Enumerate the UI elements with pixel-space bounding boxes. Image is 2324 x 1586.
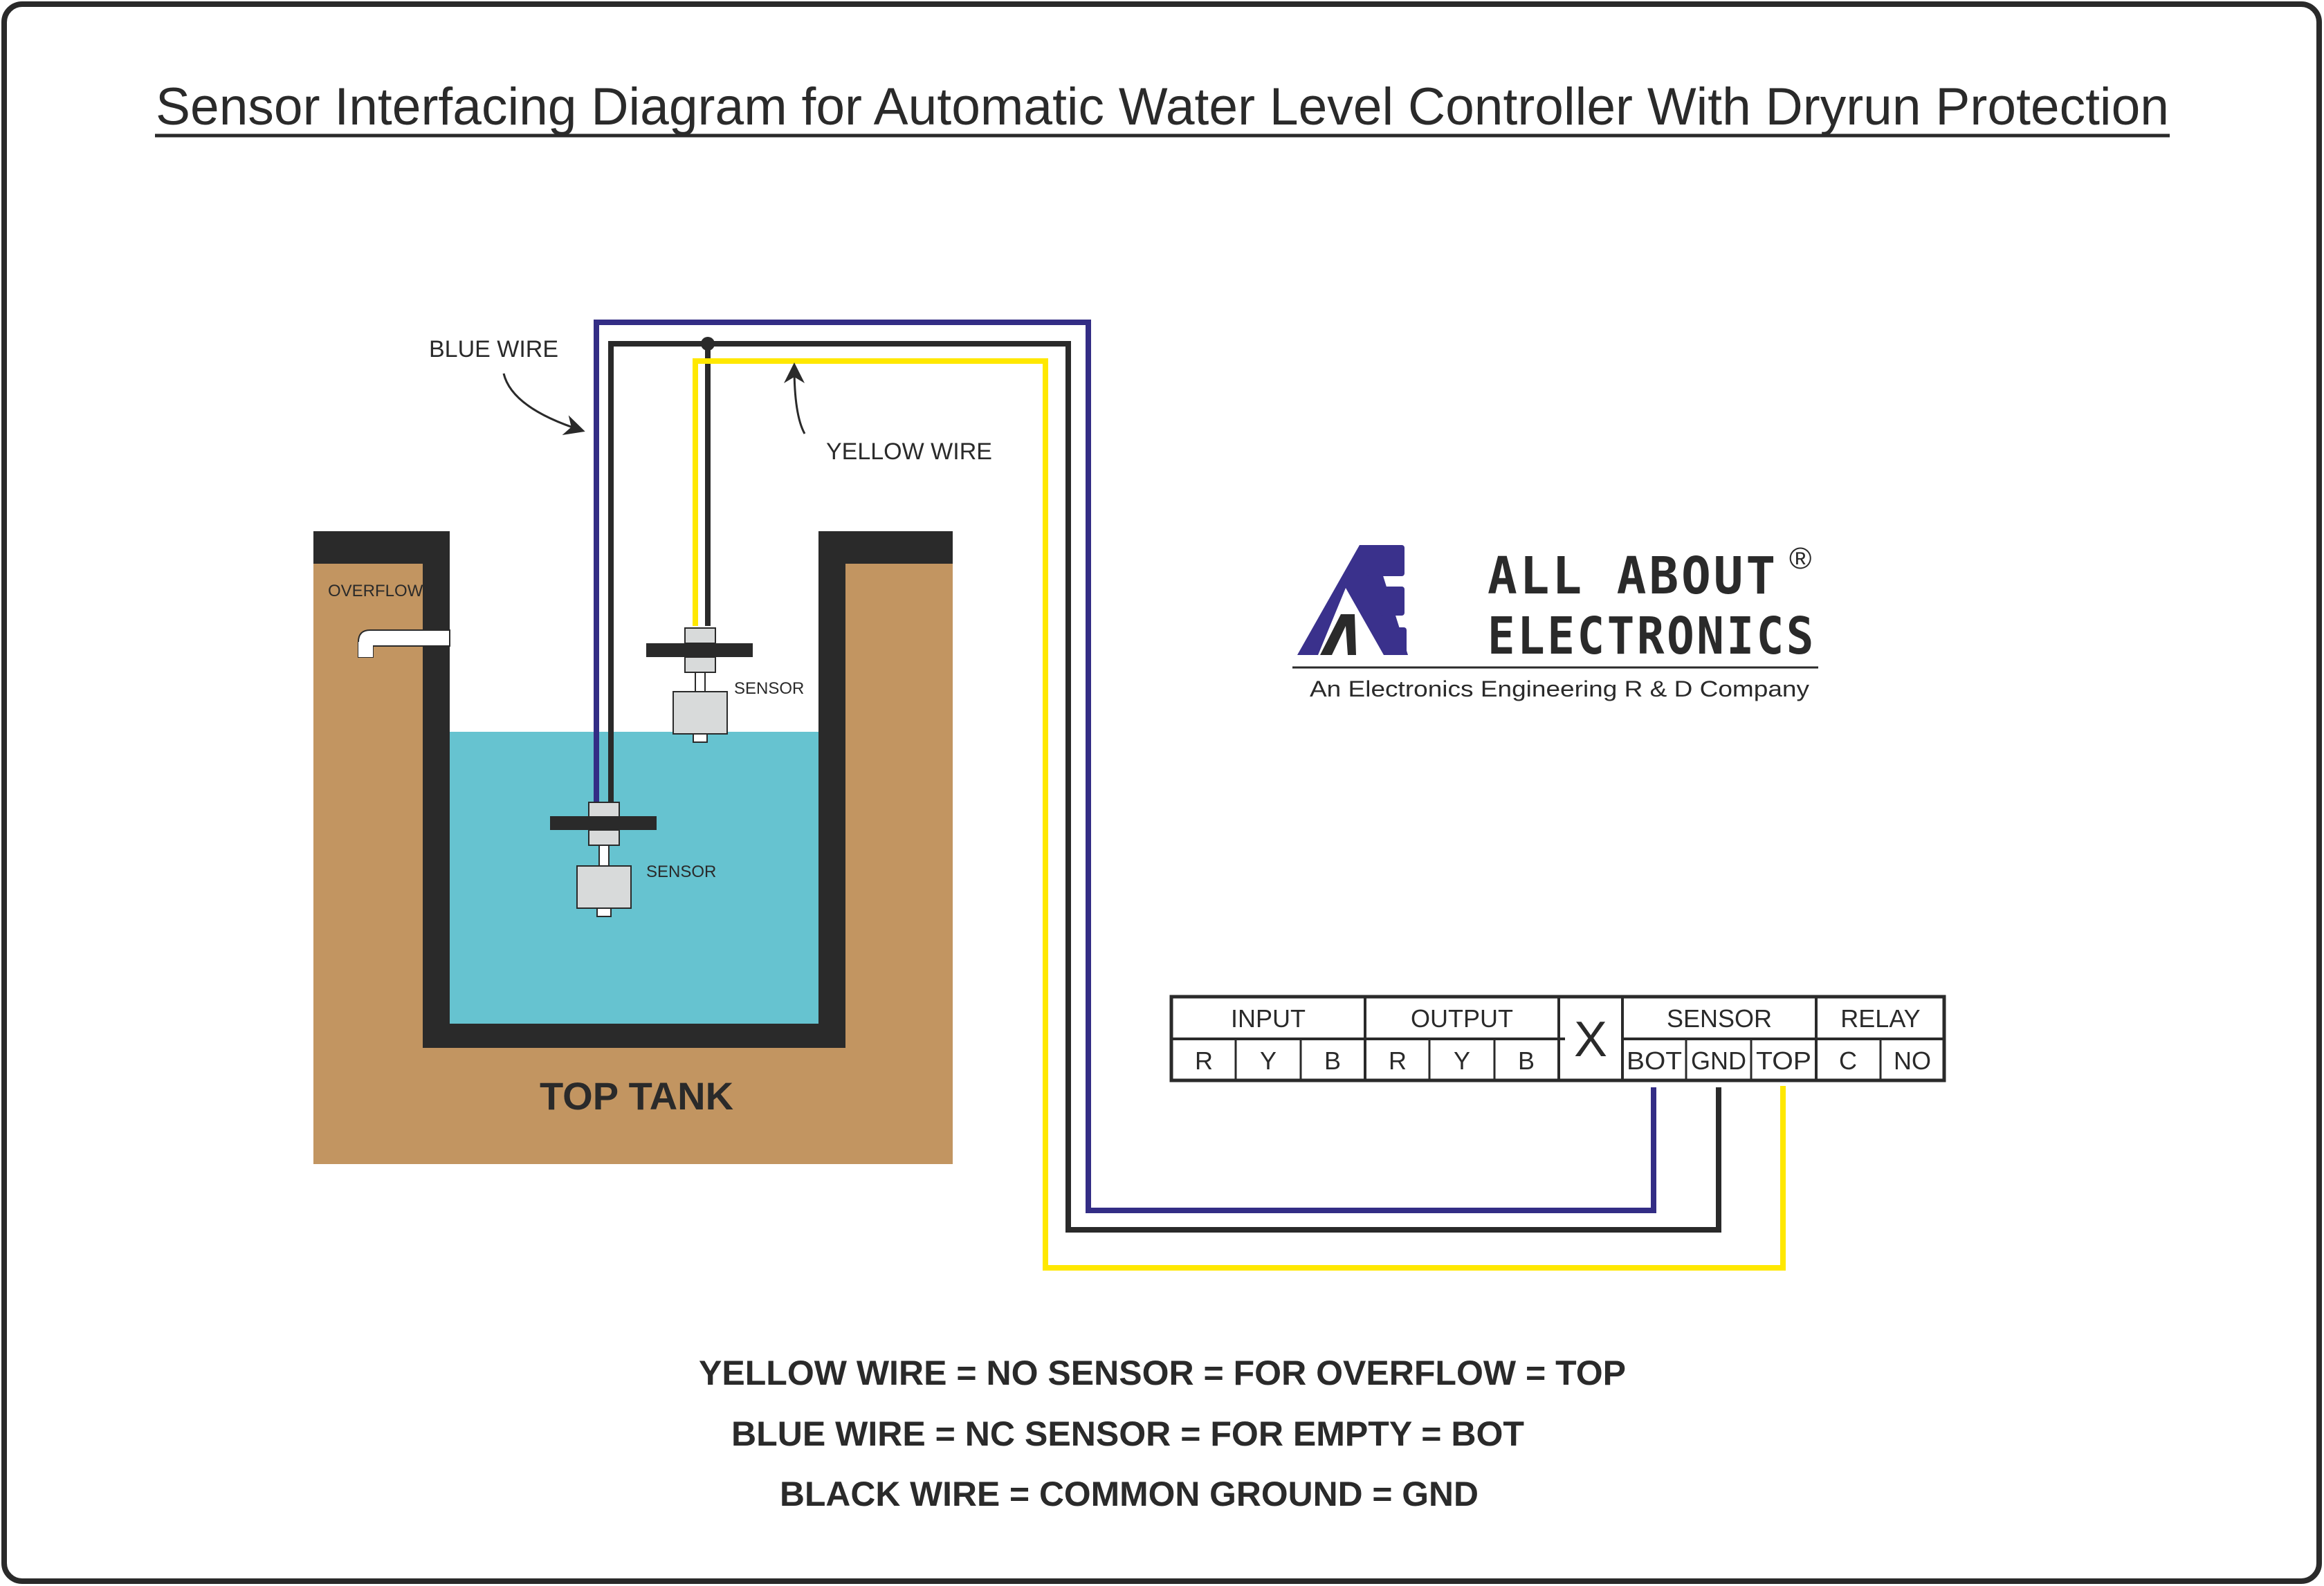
yellow-wire-callout: YELLOW WIRE bbox=[784, 362, 992, 465]
blue-wire-callout: BLUE WIRE bbox=[429, 336, 585, 435]
logo-line2: ELECTRONICS bbox=[1488, 607, 1816, 666]
sensor-mount-bar bbox=[646, 643, 753, 657]
sensor-mount-bar bbox=[550, 816, 657, 830]
yellow-wire bbox=[693, 358, 1786, 1271]
terminal-sensor-bot: BOT bbox=[1627, 1046, 1682, 1075]
sensor-stem bbox=[695, 672, 706, 692]
wire-junction-dot bbox=[701, 337, 715, 351]
sensor-nut-upper bbox=[588, 802, 620, 818]
sensor-float bbox=[576, 865, 632, 909]
callout-arrow-icon bbox=[502, 373, 585, 435]
legend-blue: BLUE WIRE = NC SENSOR = FOR EMPTY = BOT bbox=[731, 1414, 1524, 1453]
terminal-group-sensor: SENSOR bbox=[1667, 1004, 1772, 1033]
wire-legend: YELLOW WIRE = NO SENSOR = FOR OVERFLOW =… bbox=[699, 1354, 1626, 1513]
logo-inner-a-icon bbox=[1320, 614, 1356, 655]
terminal-sensor-top: TOP bbox=[1756, 1046, 1811, 1075]
top-float-sensor: SENSOR bbox=[646, 627, 804, 743]
water bbox=[450, 732, 818, 1024]
sensor-stem bbox=[598, 845, 610, 867]
tank-wall-bottom bbox=[423, 1024, 845, 1048]
terminal-group-input: INPUT bbox=[1231, 1004, 1306, 1033]
overflow-pipe-down bbox=[358, 642, 373, 657]
yellow-wire-label: YELLOW WIRE bbox=[826, 439, 992, 465]
sensor-nut-upper bbox=[684, 627, 716, 644]
tank-wall-right bbox=[818, 531, 845, 1048]
logo-registered-mark: ® bbox=[1789, 542, 1811, 575]
top-sensor-label: SENSOR bbox=[734, 679, 804, 698]
sensor-nut-lower bbox=[684, 656, 716, 673]
terminal-group-output: OUTPUT bbox=[1411, 1004, 1513, 1033]
terminal-group-relay: RELAY bbox=[1840, 1004, 1920, 1033]
logo-e-bar-top bbox=[1366, 545, 1405, 576]
legend-yellow: YELLOW WIRE = NO SENSOR = FOR OVERFLOW =… bbox=[699, 1354, 1626, 1392]
wires bbox=[594, 320, 1786, 1271]
terminal-input-b: B bbox=[1324, 1046, 1341, 1075]
terminal-block: INPUT OUTPUT X SENSOR RELAY R Y B R Y B … bbox=[1169, 995, 1946, 1082]
tank-air bbox=[450, 531, 818, 732]
sensor-tip bbox=[596, 907, 612, 917]
tank-label: TOP TANK bbox=[540, 1074, 733, 1118]
sensor-nut-lower bbox=[588, 829, 620, 846]
callout-arrow-icon bbox=[784, 362, 806, 434]
terminal-input-y: Y bbox=[1260, 1046, 1277, 1075]
terminal-output-r: R bbox=[1389, 1046, 1407, 1075]
sensor-float bbox=[673, 691, 728, 735]
terminal-relay-no: NO bbox=[1894, 1046, 1931, 1075]
page-title: Sensor Interfacing Diagram for Automatic… bbox=[156, 77, 2169, 136]
top-tank: OVERFLOW TOP TANK bbox=[313, 531, 953, 1164]
overflow-label: OVERFLOW bbox=[328, 582, 423, 600]
logo-e-bar-bot bbox=[1389, 627, 1407, 655]
blue-wire-label: BLUE WIRE bbox=[429, 336, 558, 362]
blue-wire bbox=[594, 320, 1656, 1213]
soil-bottom bbox=[313, 1048, 953, 1164]
terminal-input-r: R bbox=[1195, 1046, 1213, 1075]
logo-e-bar-mid bbox=[1380, 587, 1405, 616]
terminal-output-y: Y bbox=[1454, 1046, 1470, 1075]
logo-line1: ALL ABOUT bbox=[1488, 546, 1778, 606]
tank-wall-left bbox=[423, 531, 450, 1048]
legend-black: BLACK WIRE = COMMON GROUND = GND bbox=[780, 1475, 1479, 1513]
terminal-group-x: X bbox=[1574, 1012, 1607, 1067]
logo-tagline: An Electronics Engineering R & D Company bbox=[1310, 676, 1809, 701]
terminal-output-b: B bbox=[1518, 1046, 1535, 1075]
bottom-float-sensor: SENSOR bbox=[550, 802, 716, 917]
terminal-sensor-gnd: GND bbox=[1691, 1046, 1746, 1075]
terminal-relay-c: C bbox=[1839, 1046, 1857, 1075]
company-logo: ALL ABOUT ® ELECTRONICS An Electronics E… bbox=[1292, 542, 1818, 701]
sensor-tip bbox=[693, 733, 708, 743]
black-wire bbox=[608, 341, 1721, 1233]
bottom-sensor-label: SENSOR bbox=[646, 863, 716, 881]
